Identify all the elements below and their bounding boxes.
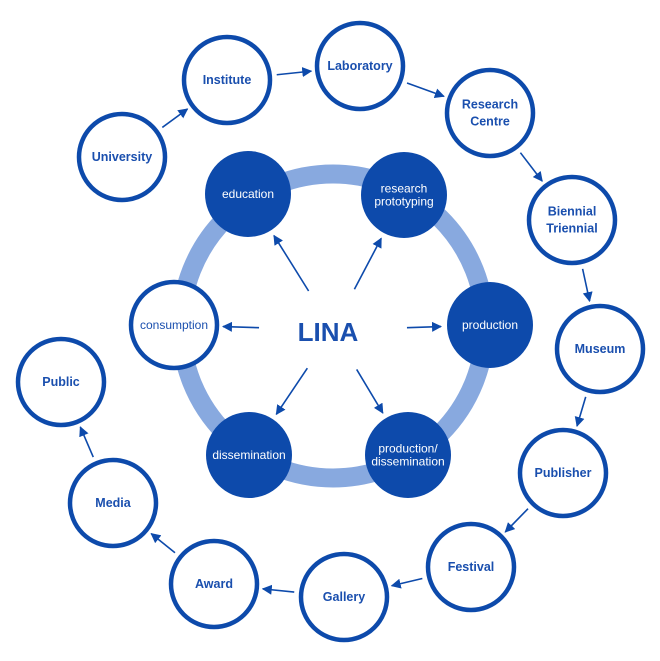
inner-node-production-dissemination: production/dissemination	[365, 412, 451, 498]
outer-node-institute-label-line: Institute	[203, 73, 252, 87]
arrow-center-to-research-prototyping	[353, 237, 382, 290]
outer-node-university-label-line: University	[92, 150, 152, 164]
arrow-biennial-triennial-to-museum	[581, 268, 593, 303]
outer-node-circle	[425, 521, 517, 613]
outer-node-public-label-line: Public	[42, 375, 80, 389]
arrow-award-to-media	[150, 533, 176, 554]
edges-layer	[79, 67, 593, 595]
outer-node-circle	[181, 34, 273, 126]
inner-node-consumption-label-line: consumption	[140, 318, 208, 332]
arrow-center-to-dissemination	[275, 367, 309, 416]
arrow-laboratory-to-research-centre	[406, 82, 445, 98]
inner-node-consumption: consumption	[128, 279, 220, 371]
inner-node-education-label-line: education	[222, 187, 274, 201]
outer-node-laboratory-label-line: Laboratory	[327, 59, 392, 73]
outer-node-museum: Museum	[554, 303, 646, 395]
inner-node-production-label-line: production	[462, 318, 518, 332]
inner-node-research-prototyping-label-line: prototyping	[374, 195, 433, 209]
inner-node-production-dissemination-label-line: dissemination	[371, 455, 444, 469]
outer-node-circle	[67, 457, 159, 549]
outer-node-media: Media	[67, 457, 159, 549]
inner-node-circle	[206, 412, 292, 498]
inner-node-education: education	[205, 151, 291, 237]
outer-node-circle	[314, 20, 406, 112]
outer-node-circle	[526, 174, 618, 266]
inner-node-production: production	[447, 282, 533, 368]
arrow-festival-to-gallery	[390, 577, 423, 589]
outer-node-gallery: Gallery	[298, 551, 390, 643]
outer-node-award-label-line: Award	[195, 577, 233, 591]
arrow-university-to-institute	[161, 108, 189, 129]
arrow-gallery-to-award	[261, 584, 295, 595]
inner-node-circle	[361, 152, 447, 238]
outer-nodes-layer: University Institute LaboratoryResearchCen…	[15, 20, 646, 643]
arrow-institute-to-laboratory	[276, 67, 313, 78]
outer-node-award: Award	[168, 538, 260, 630]
inner-node-circle	[128, 279, 220, 371]
outer-node-media-label-line: Media	[95, 496, 131, 510]
outer-node-gallery-label-line: Gallery	[323, 590, 365, 604]
arrow-center-to-education	[273, 234, 310, 292]
inner-node-production-dissemination-label-line: production/	[378, 442, 438, 456]
outer-node-public: Public	[15, 336, 107, 428]
outer-node-university: University	[76, 111, 168, 203]
outer-node-publisher: Publisher	[517, 427, 609, 519]
inner-node-circle	[447, 282, 533, 368]
arrow-media-to-public	[79, 426, 94, 458]
arrow-center-to-consumption	[221, 321, 260, 332]
arrow-center-to-production-dissemination	[355, 369, 384, 414]
outer-node-circle	[76, 111, 168, 203]
outer-node-research-centre-label-line: Research	[462, 98, 518, 112]
outer-node-publisher-label-line: Publisher	[535, 466, 592, 480]
inner-node-dissemination-label-line: dissemination	[212, 448, 285, 462]
outer-node-laboratory: Laboratory	[314, 20, 406, 112]
arrow-research-centre-to-biennial-triennial	[519, 152, 543, 182]
outer-node-institute: Institute	[181, 34, 273, 126]
center-label-lina: LINA	[298, 317, 359, 347]
inner-node-dissemination: dissemination	[206, 412, 292, 498]
outer-node-festival-label-line: Festival	[448, 560, 495, 574]
arrow-publisher-to-festival	[504, 508, 529, 533]
outer-node-circle	[554, 303, 646, 395]
outer-node-circle	[168, 538, 260, 630]
outer-node-circle	[15, 336, 107, 428]
outer-node-biennial-triennial-label-line: Biennial	[548, 205, 597, 219]
arrow-museum-to-publisher	[574, 396, 587, 428]
outer-node-festival: Festival	[425, 521, 517, 613]
outer-node-research-centre-label-line: Centre	[470, 115, 510, 129]
inner-node-research-prototyping-label-line: research	[381, 182, 428, 196]
outer-node-circle	[444, 67, 536, 159]
outer-node-museum-label-line: Museum	[575, 342, 626, 356]
inner-node-circle	[205, 151, 291, 237]
outer-node-biennial-triennial-label-line: Triennial	[546, 222, 597, 236]
outer-node-circle	[517, 427, 609, 519]
inner-node-circle	[365, 412, 451, 498]
arrow-center-to-production	[406, 321, 443, 332]
outer-node-circle	[298, 551, 390, 643]
